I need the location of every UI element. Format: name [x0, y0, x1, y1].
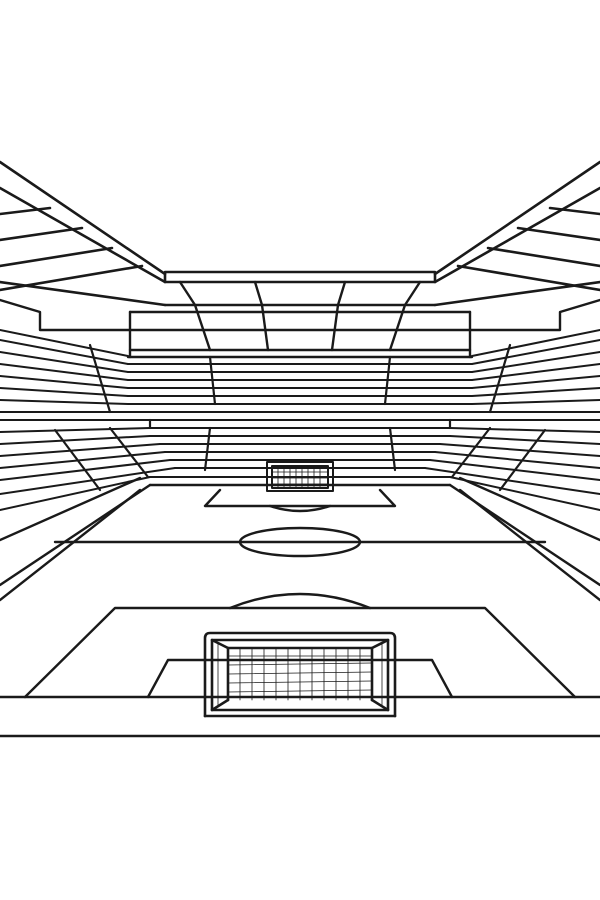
roof-slat — [0, 226, 84, 242]
roof-slat — [0, 246, 114, 268]
aisle — [488, 343, 512, 414]
track-right — [458, 488, 600, 602]
aisle — [88, 343, 112, 414]
roof-right-lower — [433, 280, 600, 307]
aisle — [53, 428, 102, 492]
aisle — [383, 355, 392, 406]
seat-row-left — [0, 435, 151, 445]
upper-deck-right — [468, 298, 600, 332]
roof-slat — [548, 206, 600, 216]
seat-row-left — [0, 427, 151, 433]
seat-row-right — [449, 427, 600, 433]
far-goal-frame — [266, 461, 334, 492]
far-goal-net — [271, 465, 329, 489]
seat-row-right — [439, 443, 600, 457]
near-goal-side — [210, 638, 230, 650]
roof-support — [388, 280, 422, 352]
seat-row-right — [471, 339, 600, 365]
roof-slat — [516, 226, 600, 242]
seat-row-right — [471, 375, 600, 389]
track-left-outer — [0, 476, 142, 542]
seat-row-right — [449, 476, 600, 511]
seat-row-right — [434, 451, 600, 469]
seat-row-left — [0, 399, 129, 405]
roof-support — [253, 280, 270, 352]
seat-row-right — [424, 467, 600, 495]
roof-right-inner — [433, 186, 600, 284]
upper-stand — [0, 280, 600, 359]
aisles — [53, 343, 547, 492]
seat-row-left — [0, 329, 129, 357]
roof-left-outer — [0, 160, 167, 276]
aisle — [498, 428, 547, 492]
track-left — [0, 488, 142, 602]
aisle — [108, 426, 150, 479]
seat-row-left — [0, 467, 176, 495]
roof-slat — [486, 246, 600, 268]
far-penalty-arc — [268, 504, 332, 513]
roof-slat — [0, 264, 144, 292]
net-line — [227, 662, 373, 666]
aisle — [203, 426, 212, 472]
roof-left-inner — [0, 186, 167, 284]
upper-deck-left — [0, 298, 132, 332]
seat-row-left — [0, 476, 151, 511]
seating-rows — [0, 329, 600, 511]
net-line — [227, 671, 373, 675]
near-goal-net — [217, 643, 383, 707]
roof-canopy — [0, 160, 600, 307]
near-penalty-area — [23, 606, 577, 699]
seat-row-left — [0, 363, 129, 381]
net-line — [227, 689, 373, 693]
near-goal-side — [370, 638, 390, 650]
near-goal — [203, 631, 397, 718]
near-penalty-arc — [228, 592, 372, 610]
seat-row-left — [0, 375, 129, 389]
roof-front-beam — [163, 270, 437, 284]
track-right-outer — [458, 476, 600, 542]
seat-row-left — [0, 387, 129, 397]
seat-row-left — [0, 351, 129, 373]
near-goal-frame — [203, 631, 397, 718]
roof-support — [330, 280, 347, 352]
seat-row-right — [471, 399, 600, 405]
aisle — [450, 426, 492, 479]
roof-right-outer — [433, 160, 600, 276]
far-goal-inner — [271, 465, 329, 489]
seat-row-left — [0, 451, 166, 469]
far-penalty-area — [203, 488, 397, 508]
seat-row-right — [471, 387, 600, 397]
near-goal-side — [210, 698, 230, 712]
seat-row-right — [471, 329, 600, 357]
near-goal-side — [370, 698, 390, 712]
pitch — [0, 476, 600, 738]
far-goal — [266, 461, 334, 492]
seat-row-left — [0, 339, 129, 365]
centre-circle — [238, 526, 362, 558]
seat-row-right — [449, 435, 600, 445]
aisle — [208, 355, 217, 406]
roof-support — [178, 280, 212, 352]
seat-row-left — [0, 443, 161, 457]
seat-row-right — [471, 363, 600, 381]
roof-slat — [0, 206, 52, 216]
roof-slat — [456, 264, 600, 292]
aisle — [388, 426, 397, 472]
net-line — [227, 680, 373, 684]
roof-left-lower — [0, 280, 167, 307]
seat-row-right — [471, 351, 600, 373]
near-goal-inner — [210, 638, 390, 712]
